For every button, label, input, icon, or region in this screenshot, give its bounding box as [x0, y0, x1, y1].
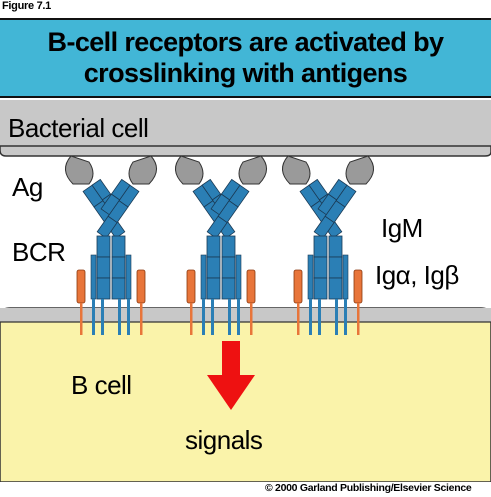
b-cell-membrane	[0, 308, 491, 322]
bacterial-cell-membrane	[0, 100, 491, 146]
signals-label: signals	[185, 425, 263, 455]
figure-label: Figure 7.1	[2, 0, 51, 12]
title-line-2: crosslinking with antigens	[83, 58, 408, 88]
bcr-label: BCR	[12, 237, 66, 267]
copyright-notice: © 2000 Garland Publishing/Elsevier Scien…	[265, 482, 472, 494]
title-line-1: B-cell receptors are activated by	[47, 27, 445, 57]
diagram-scene	[0, 100, 491, 482]
ig-alpha-beta-label: Igα, Igβ	[375, 260, 459, 290]
antigen-label: Ag	[12, 172, 43, 202]
title-banner: B-cell receptors are activated by crossl…	[0, 18, 491, 98]
bacterial-membrane-edge	[0, 145, 491, 157]
b-cell-label: B cell	[71, 370, 132, 400]
bacterial-cell-label: Bacterial cell	[8, 113, 149, 143]
signal-arrow	[207, 341, 255, 410]
igm-label: IgM	[381, 213, 423, 243]
